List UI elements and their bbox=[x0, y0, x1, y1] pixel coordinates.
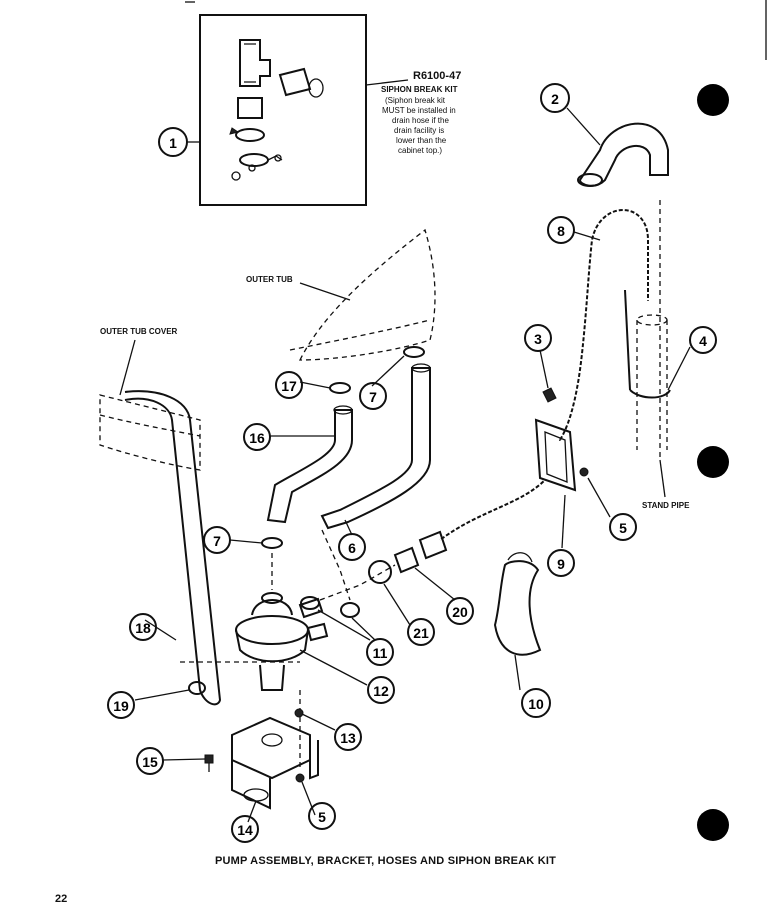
leader-lines bbox=[134, 107, 691, 823]
callout-8-number: 8 bbox=[557, 223, 565, 239]
callout-20-number: 20 bbox=[452, 604, 468, 620]
callout-17: 17 bbox=[275, 371, 303, 399]
registration-mark bbox=[697, 809, 729, 841]
kit-note-line: (Siphon break kit bbox=[385, 96, 446, 105]
callout-4: 4 bbox=[689, 326, 717, 354]
kit-note-line: lower than the bbox=[396, 136, 447, 145]
kit-note-line: cabinet top.) bbox=[398, 146, 442, 155]
callout-1: 1 bbox=[158, 127, 188, 157]
callout-7-upper: 7 bbox=[359, 382, 387, 410]
callout-12-number: 12 bbox=[373, 683, 389, 699]
callout-17-number: 17 bbox=[281, 378, 297, 394]
stand-pipe bbox=[636, 320, 668, 450]
callout-6: 6 bbox=[338, 533, 366, 561]
hose-hanger-part-10 bbox=[493, 560, 542, 656]
callout-13: 13 bbox=[334, 723, 362, 751]
callout-11-number: 11 bbox=[373, 645, 388, 661]
callout-21: 21 bbox=[407, 618, 435, 646]
figure-caption: PUMP ASSEMBLY, BRACKET, HOSES AND SIPHON… bbox=[214, 855, 557, 867]
callout-16-number: 16 bbox=[249, 430, 265, 446]
callout-19: 19 bbox=[107, 691, 135, 719]
registration-mark bbox=[697, 84, 729, 116]
callout-5-number: 5 bbox=[318, 809, 326, 825]
callout-14: 14 bbox=[231, 815, 259, 843]
callout-15: 15 bbox=[136, 747, 164, 775]
kit-note: (Siphon break kit MUST be installed in d… bbox=[382, 96, 458, 155]
drain-hose-corrugation bbox=[555, 205, 653, 443]
kit-title: SIPHON BREAK KIT bbox=[381, 85, 458, 94]
siphon-break-kit-inset bbox=[199, 14, 367, 206]
callout-9: 9 bbox=[547, 549, 575, 577]
registration-mark bbox=[697, 446, 729, 478]
callout-18: 18 bbox=[129, 613, 157, 641]
drain-hose-part-8 bbox=[559, 209, 649, 441]
kit-note-line: drain facility is bbox=[394, 126, 444, 135]
tube-part-18 bbox=[124, 390, 222, 706]
hose-part-16 bbox=[266, 409, 353, 524]
outer-tub-label: OUTER TUB bbox=[246, 275, 293, 284]
hose-part-6 bbox=[320, 367, 431, 530]
callout-7-number: 7 bbox=[369, 389, 377, 405]
callout-12: 12 bbox=[367, 676, 395, 704]
outer-tub-cover-outline bbox=[99, 394, 201, 471]
callout-3: 3 bbox=[524, 324, 552, 352]
bracket-part-14 bbox=[231, 716, 319, 810]
callout-2: 2 bbox=[540, 83, 570, 113]
callout-4-number: 4 bbox=[699, 333, 707, 349]
callout-21-number: 21 bbox=[413, 625, 429, 641]
callout-19-number: 19 bbox=[113, 698, 129, 714]
callout-5-number: 5 bbox=[619, 520, 627, 536]
callout-2-number: 2 bbox=[551, 91, 559, 107]
callout-3-number: 3 bbox=[534, 331, 542, 347]
callout-6-number: 6 bbox=[348, 540, 356, 556]
callout-7-lower: 7 bbox=[203, 526, 231, 554]
callout-20: 20 bbox=[446, 597, 474, 625]
callout-10-number: 10 bbox=[528, 696, 544, 712]
callout-11: 11 bbox=[366, 638, 394, 666]
callout-14-number: 14 bbox=[237, 822, 253, 838]
callout-16: 16 bbox=[243, 423, 271, 451]
mounting-plate-part-9 bbox=[534, 418, 577, 492]
callout-5-upper: 5 bbox=[609, 513, 637, 541]
callout-5-lower: 5 bbox=[308, 802, 336, 830]
callout-13-number: 13 bbox=[340, 730, 356, 746]
callout-18-number: 18 bbox=[135, 620, 151, 636]
callout-7-number: 7 bbox=[213, 533, 221, 549]
outer-tub-cover-label: OUTER TUB COVER bbox=[100, 327, 178, 336]
kit-part-number: R6100-47 bbox=[413, 70, 461, 82]
hose-guide-part-2 bbox=[578, 122, 669, 187]
callout-8: 8 bbox=[547, 216, 575, 244]
pump-assembly bbox=[235, 592, 329, 691]
callout-15-number: 15 bbox=[142, 754, 158, 770]
stand-pipe-label: STAND PIPE bbox=[642, 501, 690, 510]
callout-9-number: 9 bbox=[557, 556, 565, 572]
outer-tub-outline bbox=[298, 228, 436, 361]
kit-note-line: MUST be installed in bbox=[382, 106, 456, 115]
callout-10: 10 bbox=[521, 688, 551, 718]
callout-1-number: 1 bbox=[169, 135, 177, 151]
page-number: 22 bbox=[55, 893, 68, 905]
kit-note-line: drain hose if the bbox=[392, 116, 449, 125]
